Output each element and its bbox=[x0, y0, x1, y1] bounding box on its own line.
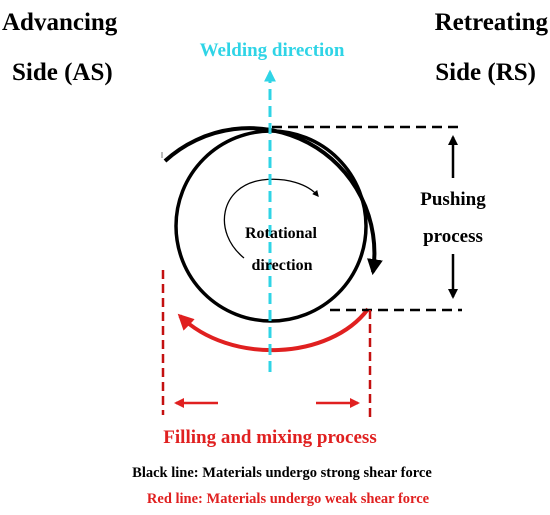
retreating-label-line2: Side (RS) bbox=[435, 59, 536, 86]
strong-shear-arc bbox=[163, 126, 383, 276]
weak-shear-arc bbox=[177, 307, 370, 352]
rotational-arrow bbox=[223, 178, 319, 259]
welding-direction-label: Welding direction bbox=[200, 40, 345, 61]
legend-black-line: Black line: Materials undergo strong she… bbox=[132, 465, 432, 481]
retreating-label-line1: Retreating bbox=[435, 9, 549, 36]
pushing-label-line2: process bbox=[423, 226, 483, 247]
legend-red-line: Red line: Materials undergo weak shear f… bbox=[147, 491, 430, 507]
rotational-label-line1: Rotational bbox=[245, 225, 318, 242]
advancing-label-line1: Advancing bbox=[2, 9, 118, 36]
filling-mixing-label: Filling and mixing process bbox=[163, 427, 376, 448]
advancing-label-line2: Side (AS) bbox=[12, 59, 113, 86]
rotational-label-line2: direction bbox=[251, 257, 312, 274]
pushing-label-line1: Pushing bbox=[420, 189, 486, 210]
